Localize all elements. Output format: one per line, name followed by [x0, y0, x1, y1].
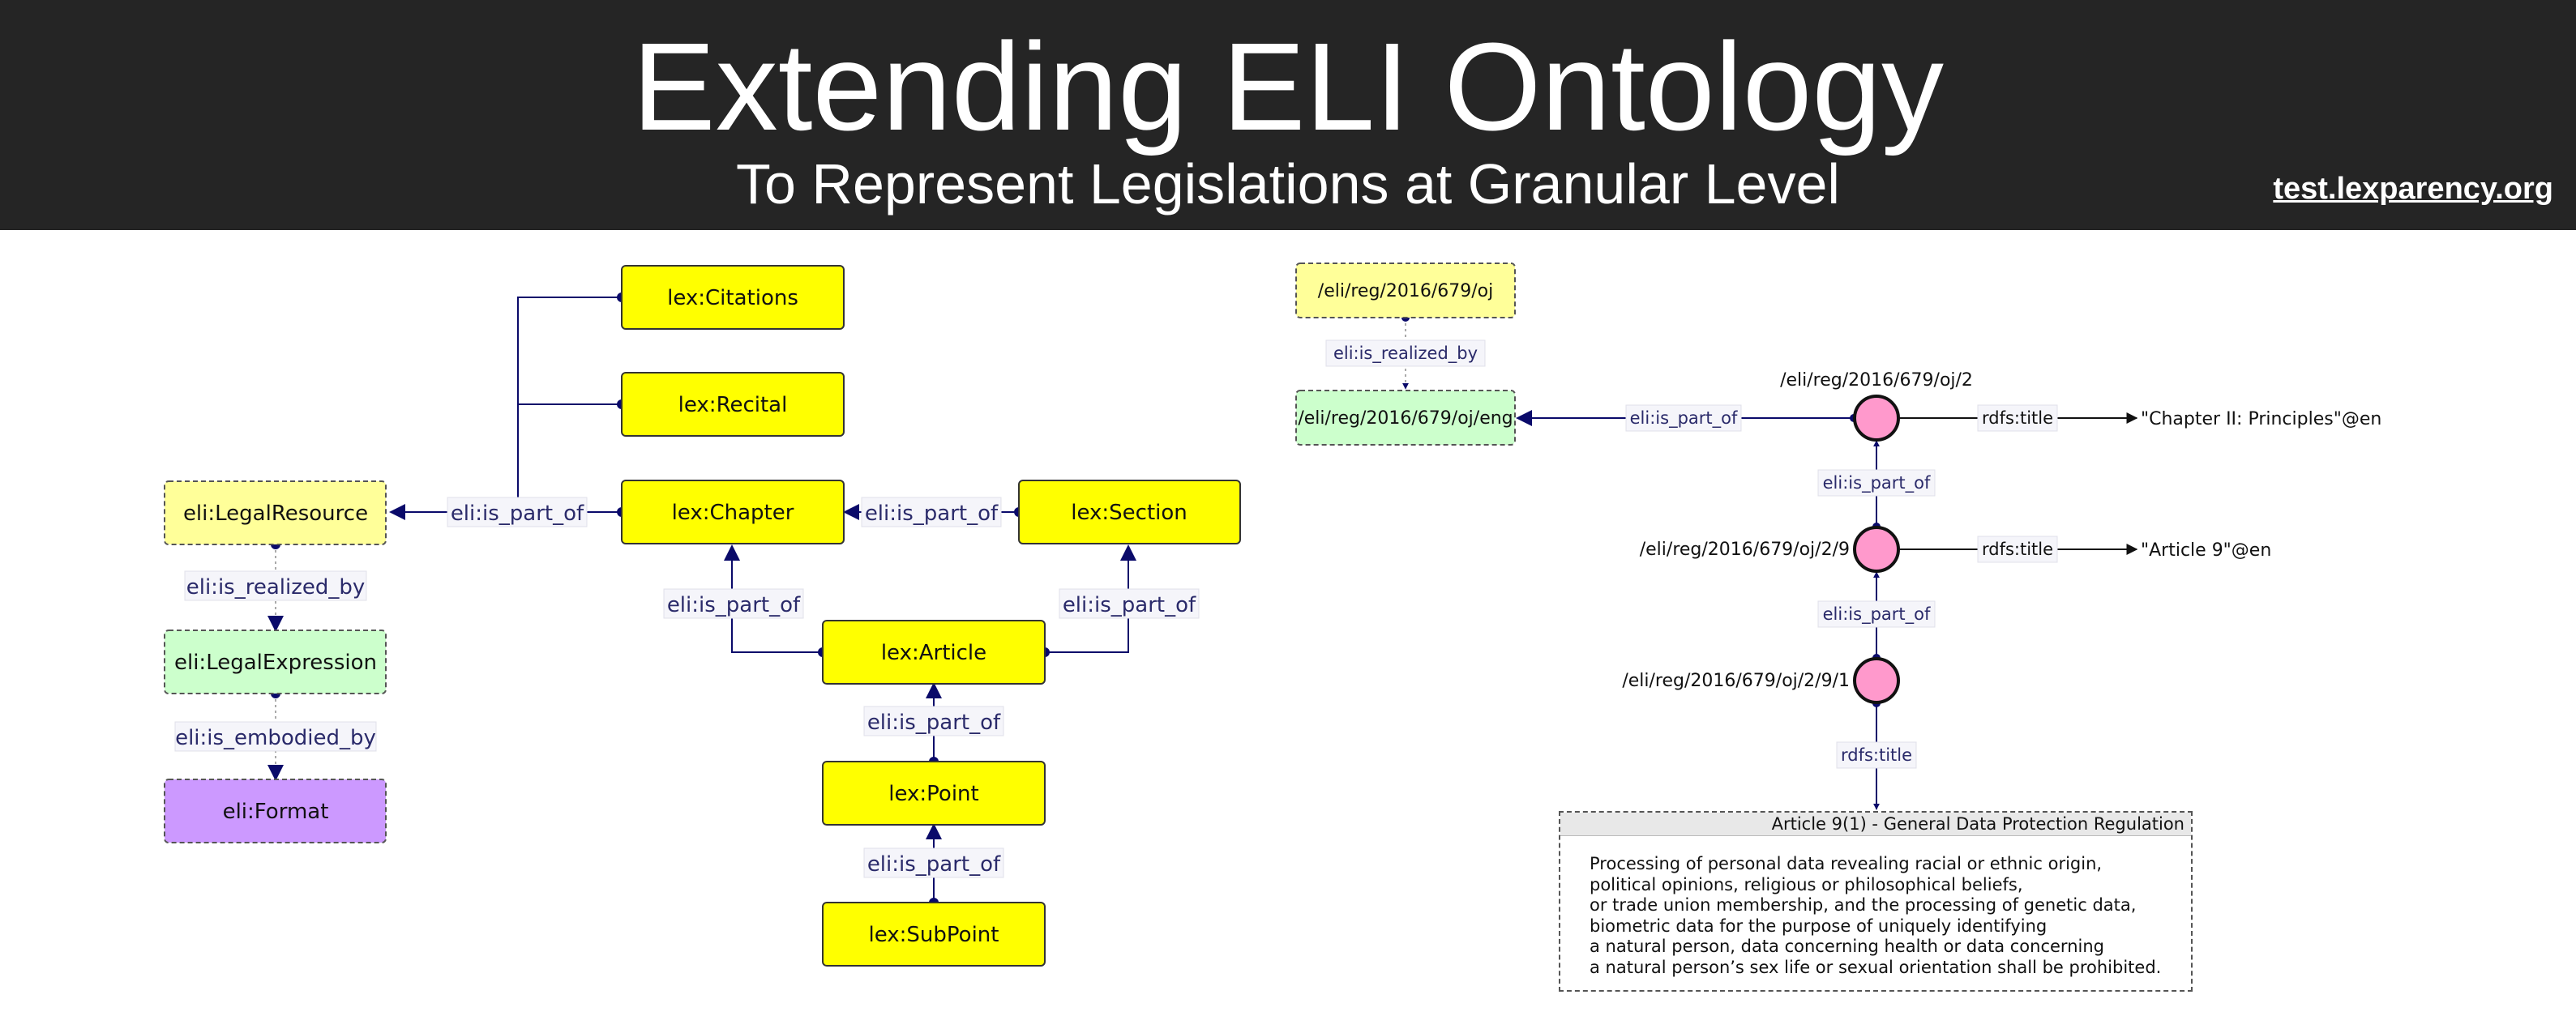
- article-text-line: a natural person’s sex life or sexual or…: [1590, 957, 2162, 977]
- node-chapter[interactable]: lex:Chapter: [621, 480, 845, 544]
- node-recital-label: lex:Recital: [678, 393, 788, 417]
- node-subpoint-label: lex:SubPoint: [869, 923, 999, 947]
- node-citations[interactable]: lex:Citations: [621, 265, 845, 330]
- inst-chapter-node[interactable]: /eli/reg/2016/679/oj/2: [1780, 370, 1973, 442]
- article-text-body: Processing of personal data revealing ra…: [1560, 836, 2191, 978]
- label-section-to-chapter: eli:is_part_of: [865, 502, 999, 526]
- label-inst-paragraph-part-of: eli:is_part_of: [1823, 604, 1931, 625]
- label-realized-by: eli:is_realized_by: [186, 575, 366, 600]
- edge-citations: [517, 297, 622, 512]
- label-inst-realized: eli:is_realized_by: [1333, 344, 1478, 364]
- inst-resource-node[interactable]: /eli/reg/2016/679/oj: [1295, 263, 1516, 318]
- node-legal-resource[interactable]: eli:LegalResource: [164, 480, 387, 545]
- node-legal-resource-label: eli:LegalResource: [183, 502, 368, 526]
- node-legal-expression[interactable]: eli:LegalExpression: [164, 630, 387, 694]
- label-point-to-article: eli:is_part_of: [867, 711, 1001, 735]
- inst-article-uri: /eli/reg/2016/679/oj/2/9: [1640, 540, 1850, 560]
- article-text-line: biometric data for the purpose of unique…: [1590, 916, 2048, 936]
- node-point-label: lex:Point: [888, 782, 978, 806]
- inst-expression-label: /eli/reg/2016/679/oj/eng: [1298, 408, 1513, 429]
- inst-expression-node[interactable]: /eli/reg/2016/679/oj/eng: [1295, 390, 1516, 446]
- inst-chapter-title: "Chapter II: Principles"@en: [2141, 409, 2381, 429]
- label-inst-article-part-of: eli:is_part_of: [1823, 473, 1931, 493]
- inst-paragraph-uri: /eli/reg/2016/679/oj/2/9/1: [1622, 671, 1850, 691]
- label-article-to-chapter: eli:is_part_of: [667, 593, 801, 617]
- inst-resource-label: /eli/reg/2016/679/oj: [1318, 281, 1493, 301]
- label-embodied-by: eli:is_embodied_by: [175, 726, 376, 750]
- node-citations-label: lex:Citations: [667, 286, 798, 310]
- article-text-line: a natural person, data concerning health…: [1590, 937, 2104, 956]
- label-inst-chapter-part-of: eli:is_part_of: [1630, 408, 1738, 429]
- page-title: Extending ELI Ontology: [631, 17, 1945, 156]
- inst-paragraph-node[interactable]: /eli/reg/2016/679/oj/2/9/1: [1622, 657, 1900, 704]
- page-subtitle: To Represent Legislations at Granular Le…: [736, 152, 1840, 216]
- node-chapter-label: lex:Chapter: [672, 501, 794, 525]
- label-inst-article-title-pred: rdfs:title: [1982, 540, 2053, 559]
- edge-article-to-chapter: [724, 544, 823, 653]
- article-text-line: political opinions, religious or philoso…: [1590, 874, 2023, 894]
- node-point[interactable]: lex:Point: [822, 761, 1046, 826]
- article-text-line: Processing of personal data revealing ra…: [1590, 854, 2103, 873]
- article-text-box: Article 9(1) - General Data Protection R…: [1559, 811, 2193, 992]
- inst-chapter-uri: /eli/reg/2016/679/oj/2: [1780, 370, 1973, 391]
- inst-article-node[interactable]: /eli/reg/2016/679/oj/2/9: [1640, 526, 1900, 573]
- article-text-header: Article 9(1) - General Data Protection R…: [1560, 813, 2191, 836]
- label-inst-chapter-title-pred: rdfs:title: [1982, 408, 2053, 428]
- instance-edge-labels: eli:is_realized_by eli:is_part_of eli:is…: [1325, 339, 2058, 769]
- label-chapter-to-resource: eli:is_part_of: [451, 502, 584, 526]
- node-section[interactable]: lex:Section: [1018, 480, 1241, 544]
- title-banner: [0, 0, 2576, 230]
- node-format-label: eli:Format: [223, 800, 329, 824]
- schema-edges: [389, 297, 1136, 903]
- label-inst-paragraph-title-pred: rdfs:title: [1841, 745, 1912, 765]
- site-link[interactable]: test.lexparency.org: [2273, 172, 2553, 206]
- schema-edge-labels: eli:is_part_of eli:is_part_of eli:is_par…: [174, 497, 1200, 878]
- node-section-label: lex:Section: [1071, 501, 1187, 525]
- instance-nodes: /eli/reg/2016/679/oj /eli/reg/2016/679/o…: [1295, 263, 2381, 704]
- label-article-to-section: eli:is_part_of: [1063, 593, 1196, 617]
- article-text-line: or trade union membership, and the proce…: [1590, 895, 2137, 915]
- node-legal-expression-label: eli:LegalExpression: [174, 651, 377, 675]
- label-subpoint-to-point: eli:is_part_of: [867, 852, 1001, 877]
- edge-article-to-section: [1045, 544, 1136, 653]
- inst-article-title: "Article 9"@en: [2141, 540, 2271, 561]
- node-article-label: lex:Article: [881, 641, 986, 665]
- schema-nodes: lex:Citations lex:Recital lex:Chapter le…: [164, 265, 1241, 967]
- node-article[interactable]: lex:Article: [822, 620, 1046, 685]
- node-recital[interactable]: lex:Recital: [621, 372, 845, 437]
- node-subpoint[interactable]: lex:SubPoint: [822, 902, 1046, 967]
- node-format[interactable]: eli:Format: [164, 779, 387, 843]
